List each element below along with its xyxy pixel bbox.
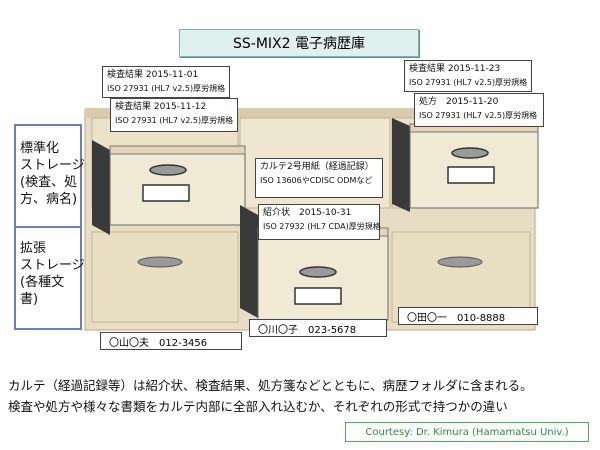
standard-storage-line: ストレージ <box>20 158 85 173</box>
card-subtitle: ISO 27931 (HL7 v2.5)厚労規格 <box>419 111 538 120</box>
patient-label: 〇山〇夫 012-3456 <box>100 332 242 350</box>
left-drawer-side <box>92 140 110 235</box>
document-card-right-back: 検査結果 2015-11-23 ISO 27931 (HL7 v2.5)厚労規格 <box>404 60 532 92</box>
middle-drawer-side <box>240 205 258 318</box>
right-drawer-label-slot <box>447 166 495 184</box>
card-title: 検査結果 2015-11-23 <box>409 64 501 74</box>
document-card-right-front: 処方 2015-11-20 ISO 27931 (HL7 v2.5)厚労規格 <box>414 93 544 127</box>
standard-storage-line: 方、病名) <box>20 192 78 207</box>
extended-storage-line: (各種文 <box>20 275 65 290</box>
document-card-left-front: 検査結果 2015-11-12 ISO 27931 (HL7 v2.5)厚労規格 <box>110 98 238 132</box>
caption-line: カルテ（経過記録等）は紹介状、検査結果、処方箋などとともに、病歴フォルダに含まれ… <box>8 378 533 393</box>
card-subtitle: ISO 27932 (HL7 CDA)厚労規格 <box>263 222 381 231</box>
patient-label: 〇田〇一 010-8888 <box>398 307 538 325</box>
lower-drawer-handle <box>137 256 183 268</box>
card-subtitle: ISO 13606やCDISC ODMなど <box>260 176 373 185</box>
card-subtitle: ISO 27931 (HL7 v2.5)厚労規格 <box>115 116 234 125</box>
courtesy-credit: Courtesy: Dr. Kimura (Hamamatsu Univ.) <box>345 422 589 442</box>
card-subtitle: ISO 27931 (HL7 v2.5)厚労規格 <box>409 78 528 87</box>
middle-drawer-handle <box>299 266 337 278</box>
middle-drawer-label-slot <box>294 287 342 305</box>
extended-storage-panel: 拡張 ストレージ (各種文 書) <box>14 226 85 330</box>
lower-drawer-handle <box>437 256 483 268</box>
caption-line: 検査や処方や様々な書類をカルテ内部に全部入れ込むか、それぞれの形式で持つかの違い <box>8 399 508 414</box>
cabinet-top <box>85 108 535 118</box>
right-drawer-handle <box>451 147 489 159</box>
standard-storage-panel: 標準化 ストレージ (検査、処 方、病名) <box>14 124 85 228</box>
right-drawer-side <box>392 118 410 212</box>
card-title: 処方 2015-11-20 <box>419 97 499 107</box>
extended-storage-line: 拡張 <box>20 241 47 256</box>
card-title: 検査結果 2015-11-12 <box>115 102 207 112</box>
extended-storage-line: ストレージ <box>20 258 85 273</box>
standard-storage-line: (検査、処 <box>20 175 78 190</box>
document-card-middle-back: カルテ2号用紙（経過記録） ISO 13606やCDISC ODMなど <box>255 158 383 198</box>
left-drawer-handle <box>149 164 187 176</box>
card-title: 紹介状 2015-10-31 <box>263 208 352 218</box>
left-drawer-label-slot <box>142 184 190 202</box>
extended-storage-line: 書) <box>20 292 39 307</box>
lower-drawer-face <box>91 231 239 323</box>
document-card-middle-front: 紹介状 2015-10-31 ISO 27932 (HL7 CDA)厚労規格 <box>258 204 381 240</box>
patient-label: 〇川〇子 023-5678 <box>249 319 387 337</box>
card-title: カルテ2号用紙（経過記録） <box>260 162 374 172</box>
card-subtitle: ISO 27931 (HL7 v2.5)厚労規格 <box>107 84 226 93</box>
standard-storage-line: 標準化 <box>20 141 60 156</box>
diagram-title: SS-MIX2 電子病歴庫 <box>179 29 419 57</box>
card-title: 検査結果 2015-11-01 <box>107 70 199 80</box>
left-drawer-rim <box>109 145 246 155</box>
document-card-left-back: 検査結果 2015-11-01 ISO 27931 (HL7 v2.5)厚労規格 <box>102 66 230 98</box>
